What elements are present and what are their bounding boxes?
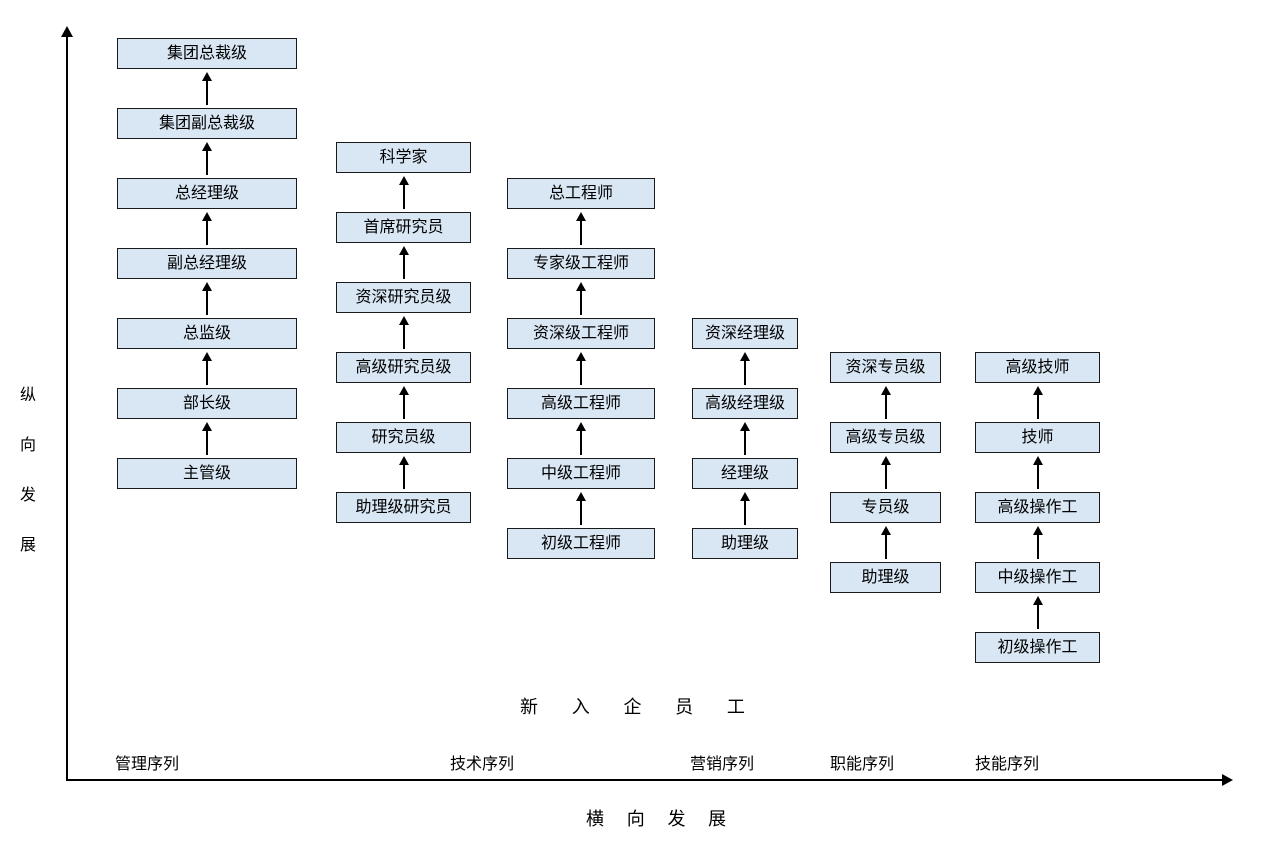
up-arrow-icon xyxy=(830,383,941,422)
level-box: 集团总裁级 xyxy=(117,38,297,69)
vertical-axis-line xyxy=(66,36,68,781)
level-box: 高级操作工 xyxy=(975,492,1100,523)
level-box: 科学家 xyxy=(336,142,471,173)
up-arrow-icon xyxy=(117,69,297,108)
vertical-axis-label-char: 发 xyxy=(20,485,37,504)
up-arrow-icon xyxy=(692,349,798,388)
up-arrow-icon xyxy=(336,313,471,352)
up-arrow-icon xyxy=(975,383,1100,422)
up-arrow-icon xyxy=(975,523,1100,562)
up-arrow-icon xyxy=(336,453,471,492)
up-arrow-icon xyxy=(507,419,655,458)
level-box: 研究员级 xyxy=(336,422,471,453)
level-box: 首席研究员 xyxy=(336,212,471,243)
up-arrow-icon xyxy=(975,593,1100,632)
level-box: 副总经理级 xyxy=(117,248,297,279)
horizontal-axis-label: 横 向 发 展 xyxy=(586,809,733,830)
level-box: 主管级 xyxy=(117,458,297,489)
level-box: 初级操作工 xyxy=(975,632,1100,663)
level-box: 资深经理级 xyxy=(692,318,798,349)
level-box: 助理级 xyxy=(830,562,941,593)
level-box: 资深专员级 xyxy=(830,352,941,383)
level-box: 助理级 xyxy=(692,528,798,559)
level-box: 高级研究员级 xyxy=(336,352,471,383)
sequence-label-functional: 职能序列 xyxy=(830,754,895,773)
level-box: 总工程师 xyxy=(507,178,655,209)
level-box: 助理级研究员 xyxy=(336,492,471,523)
level-box: 高级专员级 xyxy=(830,422,941,453)
vertical-axis-label-char: 展 xyxy=(20,535,37,554)
level-box: 经理级 xyxy=(692,458,798,489)
level-box: 资深级工程师 xyxy=(507,318,655,349)
vertical-axis-arrowhead-icon xyxy=(61,26,73,37)
up-arrow-icon xyxy=(975,453,1100,492)
level-box: 总经理级 xyxy=(117,178,297,209)
up-arrow-icon xyxy=(692,489,798,528)
track-research: 科学家 首席研究员 资深研究员级 高级研究员级 研究员级 助理级研究员 xyxy=(336,142,471,523)
track-management: 集团总裁级 集团副总裁级 总经理级 副总经理级 总监级 部长级 主管级 xyxy=(117,38,297,489)
level-box: 资深研究员级 xyxy=(336,282,471,313)
level-box: 技师 xyxy=(975,422,1100,453)
up-arrow-icon xyxy=(507,489,655,528)
level-box: 中级操作工 xyxy=(975,562,1100,593)
up-arrow-icon xyxy=(117,349,297,388)
track-skills: 高级技师 技师 高级操作工 中级操作工 初级操作工 xyxy=(975,352,1100,663)
level-box: 总监级 xyxy=(117,318,297,349)
up-arrow-icon xyxy=(830,523,941,562)
up-arrow-icon xyxy=(117,419,297,458)
level-box: 初级工程师 xyxy=(507,528,655,559)
up-arrow-icon xyxy=(336,243,471,282)
level-box: 高级经理级 xyxy=(692,388,798,419)
up-arrow-icon xyxy=(117,209,297,248)
up-arrow-icon xyxy=(336,173,471,212)
up-arrow-icon xyxy=(117,139,297,178)
level-box: 部长级 xyxy=(117,388,297,419)
level-box: 专家级工程师 xyxy=(507,248,655,279)
level-box: 集团副总裁级 xyxy=(117,108,297,139)
horizontal-axis-arrowhead-icon xyxy=(1222,774,1233,786)
level-box: 中级工程师 xyxy=(507,458,655,489)
vertical-axis-label: 纵 向 发 展 xyxy=(20,386,36,554)
level-box: 高级工程师 xyxy=(507,388,655,419)
vertical-axis-label-char: 纵 xyxy=(20,385,37,404)
sequence-label-technical: 技术序列 xyxy=(450,754,515,773)
up-arrow-icon xyxy=(692,419,798,458)
level-box: 高级技师 xyxy=(975,352,1100,383)
up-arrow-icon xyxy=(507,279,655,318)
sequence-label-management: 管理序列 xyxy=(115,754,180,773)
track-marketing: 资深经理级 高级经理级 经理级 助理级 xyxy=(692,318,798,559)
up-arrow-icon xyxy=(507,349,655,388)
horizontal-axis-line xyxy=(66,779,1224,781)
up-arrow-icon xyxy=(830,453,941,492)
new-employee-label: 新 入 企 员 工 xyxy=(520,697,755,718)
up-arrow-icon xyxy=(117,279,297,318)
up-arrow-icon xyxy=(507,209,655,248)
track-engineering: 总工程师 专家级工程师 资深级工程师 高级工程师 中级工程师 初级工程师 xyxy=(507,178,655,559)
track-functional: 资深专员级 高级专员级 专员级 助理级 xyxy=(830,352,941,593)
vertical-axis-label-char: 向 xyxy=(20,435,37,454)
up-arrow-icon xyxy=(336,383,471,422)
level-box: 专员级 xyxy=(830,492,941,523)
sequence-label-marketing: 营销序列 xyxy=(690,754,755,773)
sequence-label-skills: 技能序列 xyxy=(975,754,1040,773)
